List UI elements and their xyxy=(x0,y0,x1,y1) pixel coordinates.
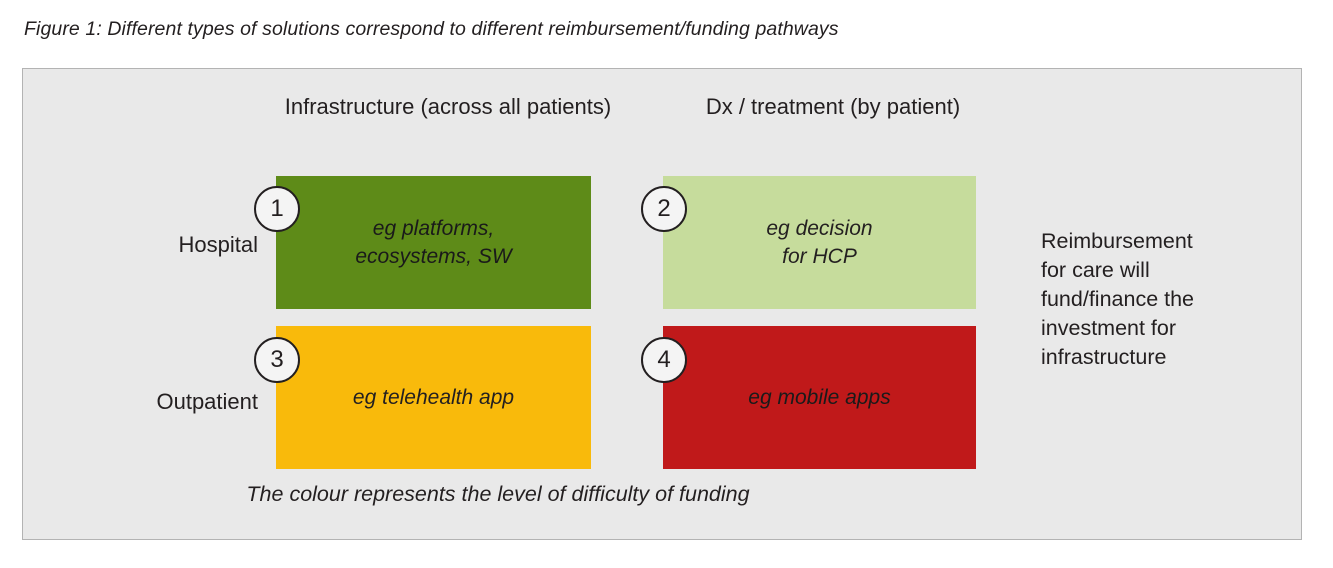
column-header-dx-treatment: Dx / treatment (by patient) xyxy=(705,94,961,119)
quadrant-number-badge-4: 4 xyxy=(641,337,687,383)
row-label-outpatient: Outpatient xyxy=(156,389,258,414)
figure-footnote: The colour represents the level of diffi… xyxy=(246,482,750,506)
quadrant-label: eg mobile apps xyxy=(748,385,891,409)
quadrant-hospital-dx-treatment[interactable]: eg decision for HCP xyxy=(663,176,976,309)
row-label-hospital: Hospital xyxy=(178,232,258,257)
side-note-reimbursement: Reimbursement for care will fund/finance… xyxy=(1041,229,1195,369)
quadrant-outpatient-infrastructure[interactable]: eg telehealth app xyxy=(276,326,591,469)
quadrant-label: eg platforms, ecosystems, SW xyxy=(355,216,512,268)
column-header-infrastructure: Infrastructure (across all patients) xyxy=(284,94,612,119)
quadrant-outpatient-dx-treatment[interactable]: eg mobile apps xyxy=(663,326,976,469)
quadrant-number-badge-2: 2 xyxy=(641,186,687,232)
quadrant-label: eg decision for HCP xyxy=(766,216,873,268)
quadrant-hospital-infrastructure[interactable]: eg platforms, ecosystems, SW xyxy=(276,176,591,309)
quadrant-number-badge-3: 3 xyxy=(254,337,300,383)
quadrant-label: eg telehealth app xyxy=(352,385,515,409)
quadrant-number-badge-1: 1 xyxy=(254,186,300,232)
figure-caption: Figure 1: Different types of solutions c… xyxy=(24,18,839,40)
figure-panel: Infrastructure (across all patients) Dx … xyxy=(22,68,1302,540)
